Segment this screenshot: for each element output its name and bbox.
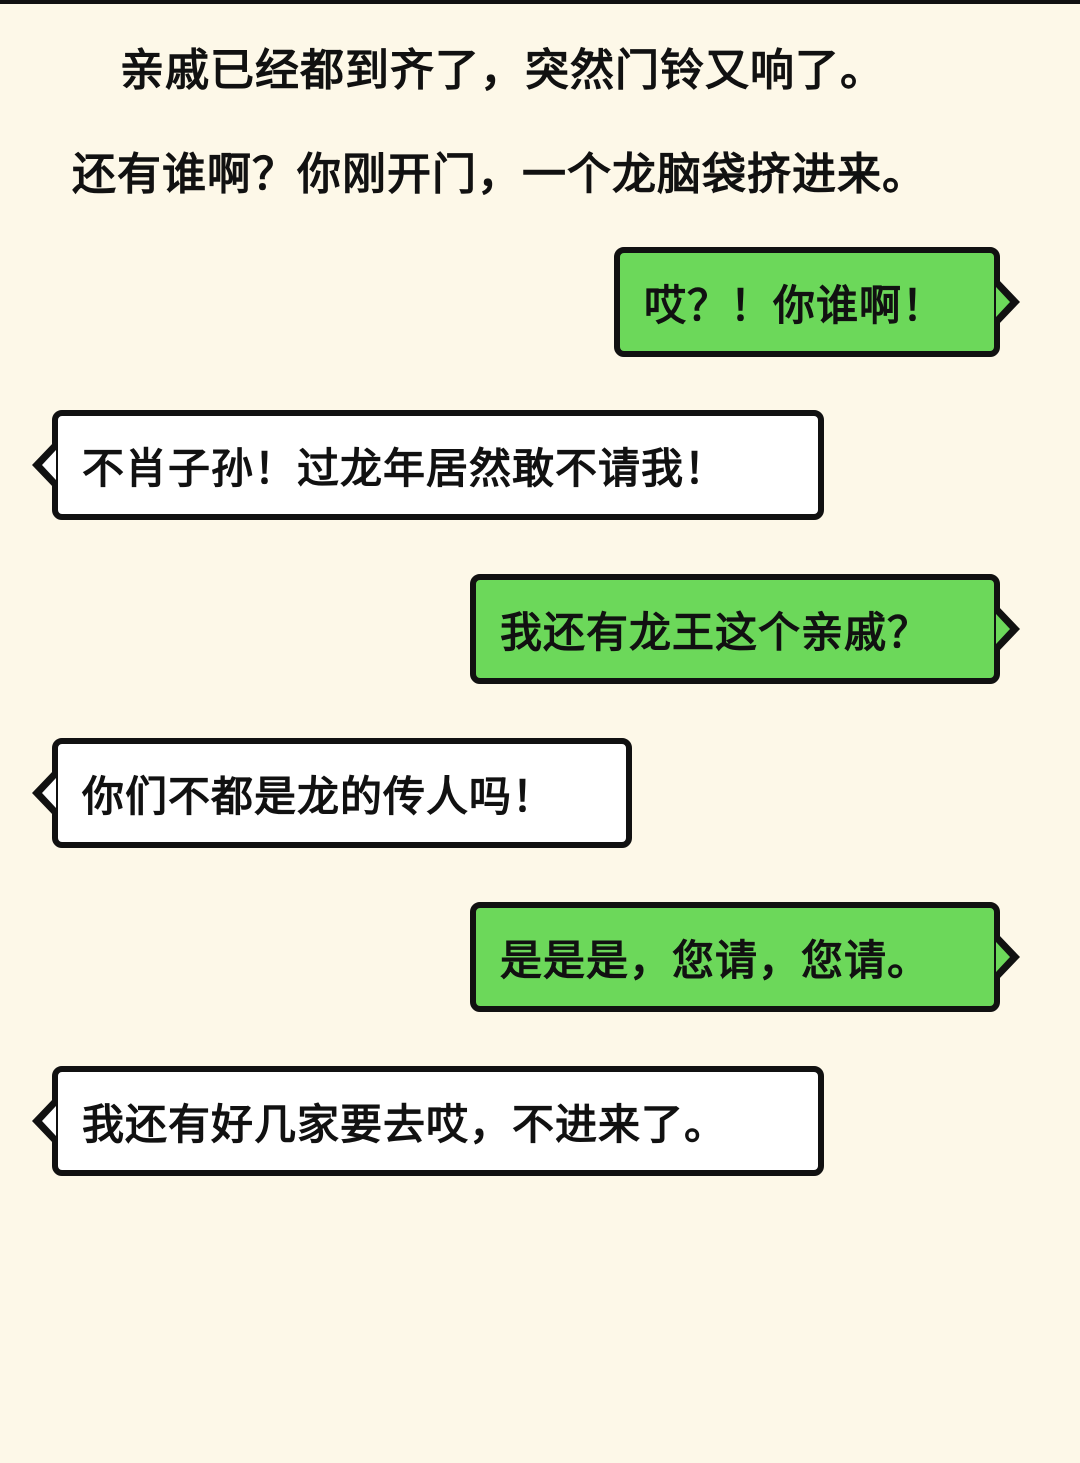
chat-bubble-received-3: 我还有好几家要去哎，不进来了。: [32, 1066, 824, 1176]
chat-bubble-received-2: 你们不都是龙的传人吗！: [32, 738, 632, 848]
chat-bubble-sent-1: 哎？！你谁啊！: [614, 247, 1020, 357]
bubble-text: 你们不都是龙的传人吗！: [82, 771, 556, 821]
bubble-text: 哎？！你谁啊！: [644, 280, 946, 330]
bubble-tail-left: [32, 770, 56, 816]
bubble-tail-right: [996, 279, 1020, 325]
narration-line-2: 还有谁啊？你刚开门，一个龙脑袋挤进来。: [72, 149, 927, 200]
bubble-tail-left: [32, 1098, 56, 1144]
chat-bubble-sent-3: 是是是，您请，您请。: [470, 902, 1020, 1012]
bubble-text: 我还有龙王这个亲戚？: [500, 607, 931, 657]
bubble-tail-left: [32, 442, 56, 488]
bubble-text: 是是是，您请，您请。: [500, 935, 931, 985]
bubble-tail-right: [996, 934, 1020, 980]
chat-bubble-sent-2: 我还有龙王这个亲戚？: [470, 574, 1020, 684]
bubble-text: 不肖子孙！过龙年居然敢不请我！: [82, 443, 728, 493]
top-border: [0, 0, 1080, 4]
bubble-text: 我还有好几家要去哎，不进来了。: [82, 1099, 728, 1149]
chat-bubble-received-1: 不肖子孙！过龙年居然敢不请我！: [32, 410, 824, 520]
narration-line-1: 亲戚已经都到齐了，突然门铃又响了。: [120, 45, 885, 96]
bubble-tail-right: [996, 606, 1020, 652]
